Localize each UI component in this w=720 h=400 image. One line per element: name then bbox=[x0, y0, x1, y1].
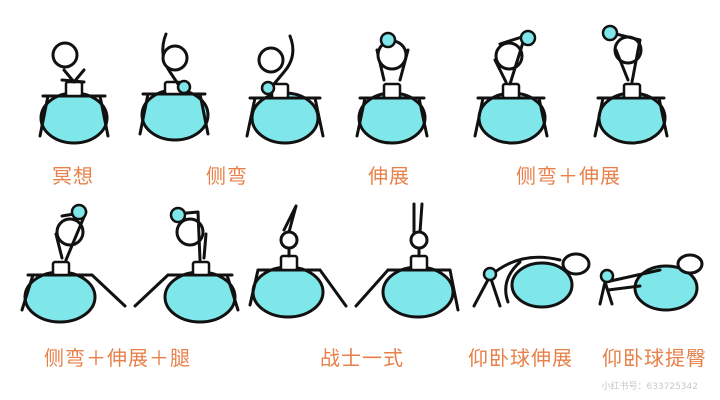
figure-side-bend-stretch-leg-left bbox=[20, 203, 127, 324]
figure-stretch bbox=[355, 31, 429, 145]
label-stretch: 伸展 bbox=[368, 164, 410, 188]
figure-supine-hip-lift bbox=[598, 253, 704, 312]
figure-warrior-one-right bbox=[354, 202, 460, 319]
label-warrior-one: 战士一式 bbox=[320, 346, 404, 370]
label-supine-hip-lift: 仰卧球提臀 bbox=[602, 346, 707, 370]
figure-side-bend-stretch-leg-right bbox=[133, 206, 240, 324]
figure-side-bend-stretch-2 bbox=[593, 24, 669, 145]
figure-supine-stretch bbox=[472, 252, 591, 309]
figure-side-bend-2 bbox=[245, 34, 325, 145]
label-side-bend: 侧弯 bbox=[206, 164, 248, 188]
figure-warrior-one-left bbox=[248, 204, 348, 319]
figure-meditate bbox=[38, 41, 110, 145]
figure-side-bend bbox=[138, 32, 210, 142]
label-supine-stretch: 仰卧球伸展 bbox=[468, 346, 573, 370]
figure-side-bend-stretch bbox=[473, 29, 549, 145]
label-meditate: 冥想 bbox=[52, 164, 94, 188]
watermark: 小红书号：633725342 bbox=[601, 382, 698, 392]
label-side-bend-stretch-leg: 侧弯＋伸展＋腿 bbox=[44, 346, 191, 370]
label-side-bend-stretch: 侧弯＋伸展 bbox=[516, 164, 621, 188]
